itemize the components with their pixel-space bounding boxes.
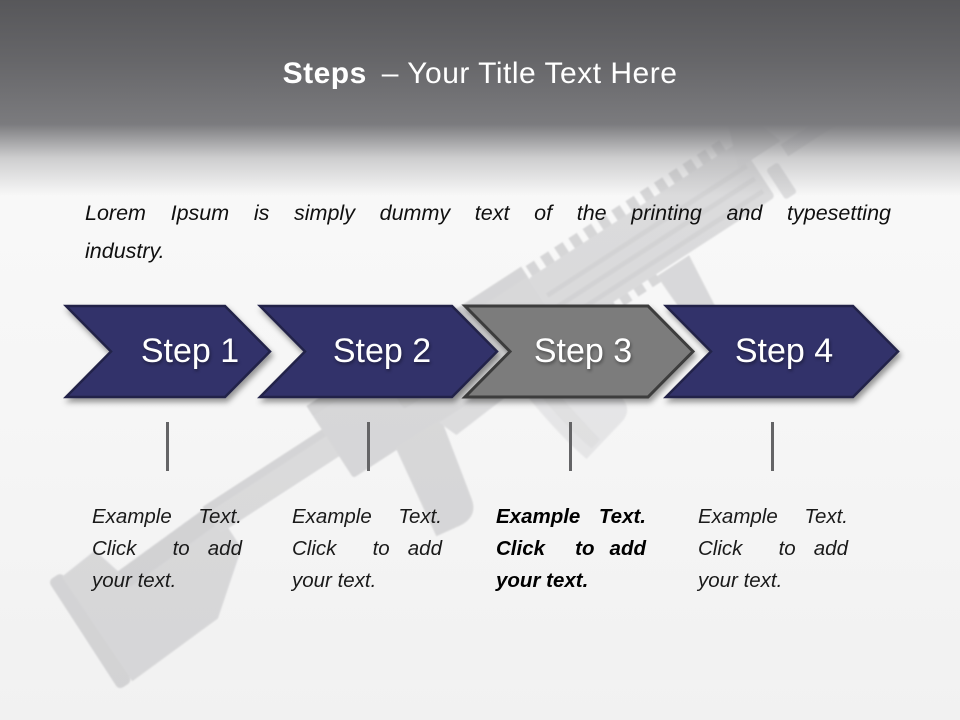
step-3-label: Step 3 (533, 332, 633, 370)
step-4-description: Example Text. Click to add your text. (698, 505, 854, 592)
chevron-step-4 (663, 304, 900, 399)
slide-title: Steps – Your Title Text Here (0, 52, 960, 96)
intro-line-1: Lorem Ipsum is simply dummy text of the … (85, 201, 891, 225)
step-1-label: Step 1 (140, 332, 240, 370)
step-1-connector-line (166, 422, 169, 471)
chevron-step-2 (257, 304, 499, 399)
step-2-label: Step 2 (332, 332, 432, 370)
intro-paragraph: Lorem Ipsum is simply dummy text of the … (85, 194, 891, 270)
step-2-description: Example Text. Click to add your text. (292, 505, 442, 592)
step-2-connector-line (367, 422, 370, 471)
step-1-description: Example Text. Click to add your text. (92, 505, 242, 592)
title-keyword: Steps (282, 57, 367, 90)
chevron-step-1 (63, 304, 272, 399)
header-band (0, 0, 960, 210)
step-4-connector-line (771, 422, 774, 471)
chevron-step-3 (461, 304, 696, 399)
step-4-label: Step 4 (734, 332, 834, 370)
step-3-description: Example Text. Click to add your text. (496, 505, 652, 592)
title-text: – Your Title Text Here (381, 57, 678, 90)
intro-line-2: industry. (85, 239, 165, 263)
step-3-connector-line (569, 422, 572, 471)
